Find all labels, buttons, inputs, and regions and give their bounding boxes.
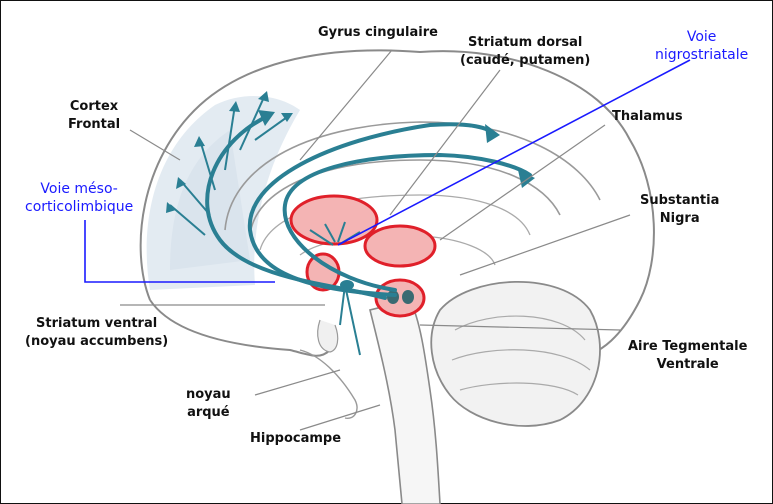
label-voie-meso-line2: corticolimbique <box>25 198 133 216</box>
label-voie-nigro-line1: Voie <box>655 28 748 46</box>
label-striatum-dorsal-line1: Striatum dorsal <box>460 34 590 52</box>
label-aire-line2: Ventrale <box>628 356 747 374</box>
brain-bottom-outline <box>150 300 330 356</box>
thalamus-region <box>365 226 435 266</box>
label-substantia-line1: Substantia <box>640 192 719 210</box>
label-voie-meso-line1: Voie méso- <box>25 180 133 198</box>
striatum-dorsal-region <box>291 196 377 244</box>
label-striatum-dorsal-line2: (caudé, putamen) <box>460 52 590 70</box>
label-thalamus: Thalamus <box>612 108 683 126</box>
pituitary <box>318 320 338 352</box>
label-noyau-arque: noyau arqué <box>186 386 231 422</box>
label-substantia-nigra: Substantia Nigra <box>640 192 719 228</box>
label-substantia-line2: Nigra <box>640 210 719 228</box>
label-striatum-ventral-line2: (noyau accumbens) <box>25 333 168 351</box>
label-aire-line1: Aire Tegmentale <box>628 338 747 356</box>
label-voie-nigrostriatale: Voie nigrostriatale <box>655 28 748 64</box>
label-cortex-line1: Cortex <box>68 98 120 116</box>
label-striatum-dorsal: Striatum dorsal (caudé, putamen) <box>460 34 590 70</box>
label-gyrus-cingulaire: Gyrus cingulaire <box>318 24 438 42</box>
hippocampus-outline <box>300 350 357 418</box>
cerebellum <box>431 282 600 426</box>
vta-nucleus-2 <box>402 290 414 304</box>
label-voie-nigro-line2: nigrostriatale <box>655 46 748 64</box>
pathway-arrowheads <box>258 110 535 188</box>
arrowhead-1 <box>485 124 500 143</box>
label-noyau-line2: arqué <box>186 404 231 422</box>
vta-nucleus-1 <box>387 290 399 304</box>
label-striatum-ventral-line1: Striatum ventral <box>25 315 168 333</box>
label-cortex-frontal: Cortex Frontal <box>68 98 120 134</box>
label-voie-meso: Voie méso- corticolimbique <box>25 180 133 216</box>
label-cortex-line2: Frontal <box>68 116 120 134</box>
label-striatum-ventral: Striatum ventral (noyau accumbens) <box>25 315 168 351</box>
label-hippocampe: Hippocampe <box>250 430 341 448</box>
brainstem <box>370 300 440 504</box>
label-aire-tegmentale: Aire Tegmentale Ventrale <box>628 338 747 374</box>
label-noyau-line1: noyau <box>186 386 231 404</box>
